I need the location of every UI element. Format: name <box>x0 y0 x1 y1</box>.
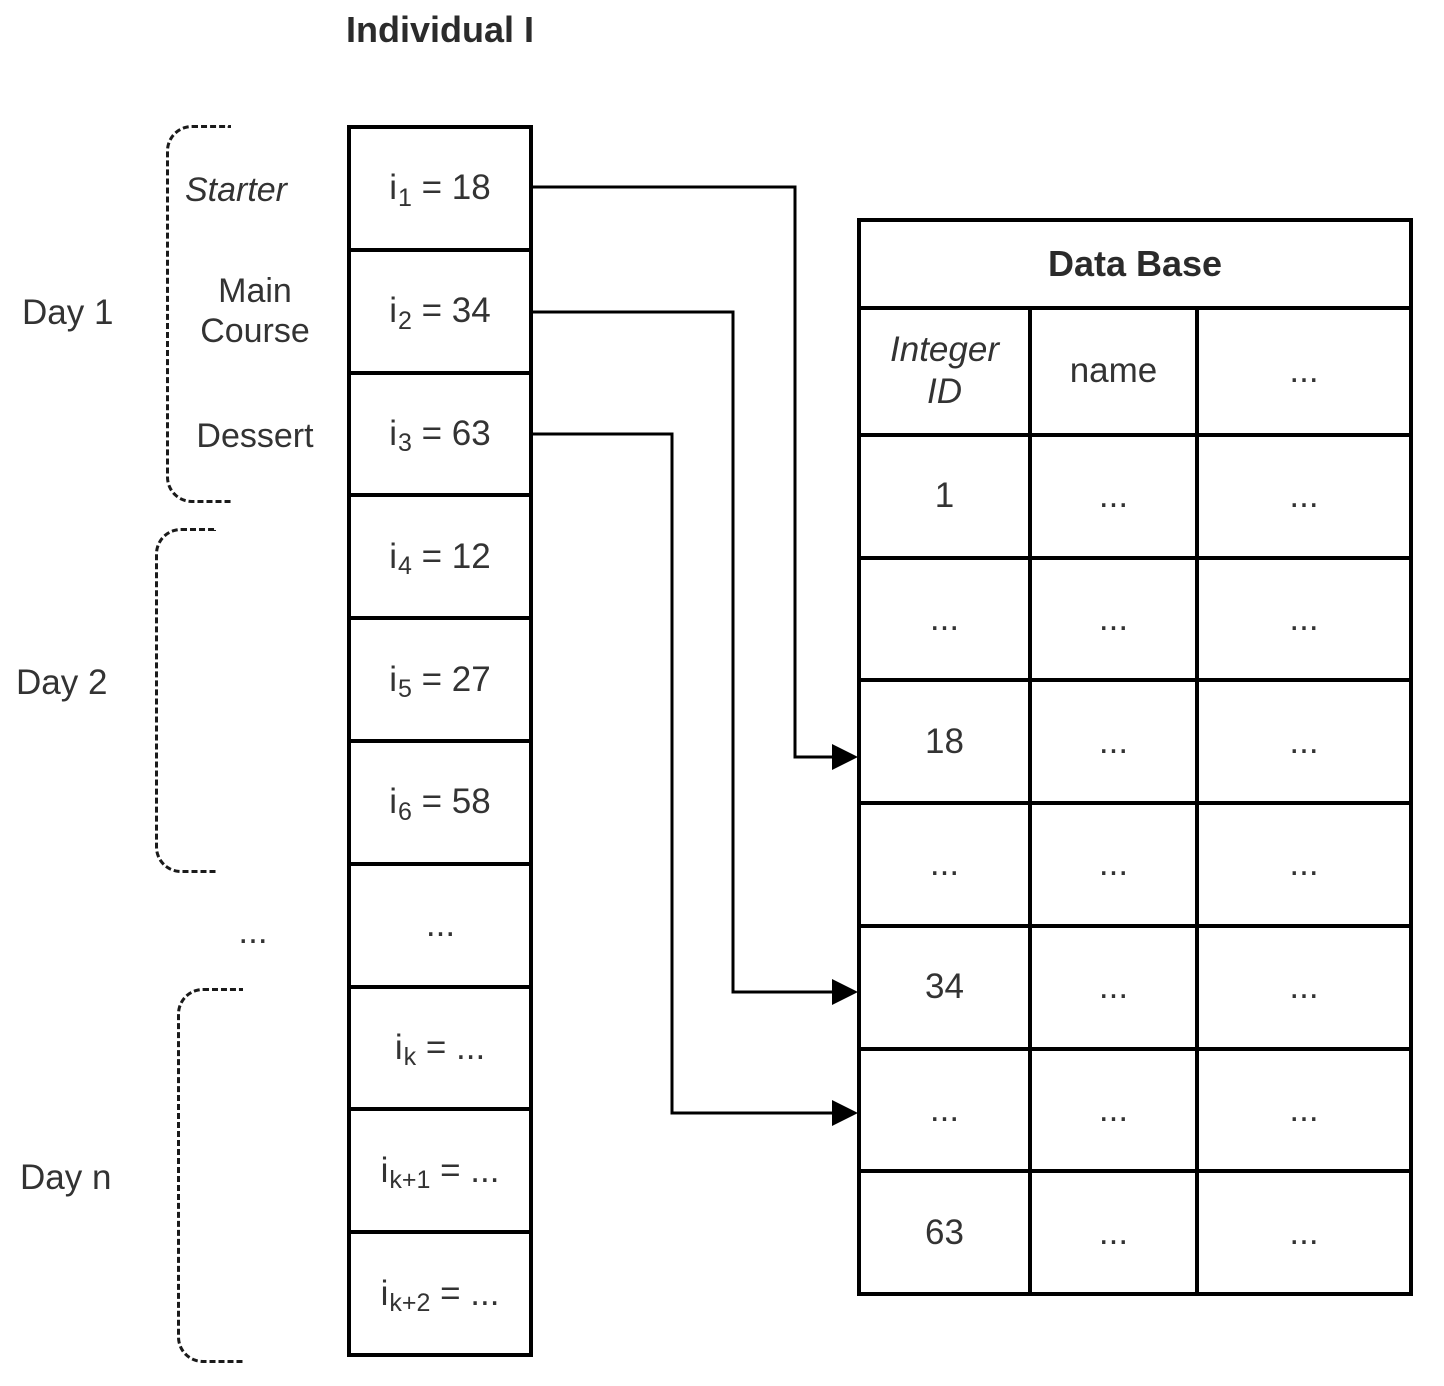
arrow-i3-to-63 <box>533 432 836 1115</box>
arrow-i2-to-34 <box>533 310 836 994</box>
db-cell: ... <box>1195 801 1409 924</box>
db-cell: ... <box>1028 678 1195 801</box>
individual-title: Individual I <box>345 9 534 50</box>
dayn-brace <box>177 988 243 1363</box>
db-cell-row-34: 34 <box>861 923 1028 1047</box>
day2-brace <box>155 528 216 873</box>
main-course-label: Main Course <box>200 272 310 350</box>
day1-brace <box>166 125 231 503</box>
genome-cell-ellipsis: ... <box>351 861 529 985</box>
db-cell: ... <box>1195 678 1409 801</box>
db-cell: ... <box>1195 923 1409 1047</box>
starter-label: Starter <box>184 171 288 209</box>
db-cell: ... <box>1028 923 1195 1047</box>
db-cell: ... <box>861 801 1028 924</box>
db-cell: ... <box>1028 432 1195 556</box>
day1-label: Day 1 <box>22 293 114 332</box>
database-title: Data Base <box>861 222 1409 310</box>
db-cell: ... <box>861 555 1028 679</box>
db-cell: ... <box>1195 432 1409 556</box>
days-ellipsis-label: ... <box>238 912 268 951</box>
db-cell: ... <box>1028 1169 1195 1292</box>
dessert-label: Dessert <box>196 417 314 455</box>
db-header-more: ... <box>1195 310 1409 433</box>
db-cell: ... <box>1195 555 1409 679</box>
db-cell: ... <box>1028 555 1195 679</box>
arrowhead-icon <box>832 744 858 770</box>
db-cell: ... <box>1028 801 1195 924</box>
day2-label: Day 2 <box>16 663 108 702</box>
db-header-name: name <box>1028 310 1195 433</box>
db-cell-row-18: 18 <box>861 678 1028 801</box>
database-table: Data Base Integer ID name ... 1 ... ... … <box>857 218 1413 1296</box>
db-header-integer-id: Integer ID <box>890 330 999 412</box>
db-cell-row-63: 63 <box>861 1169 1028 1292</box>
db-cell: ... <box>861 1046 1028 1170</box>
arrowhead-icon <box>832 979 858 1005</box>
db-cell: ... <box>1028 1046 1195 1170</box>
db-cell: 1 <box>861 432 1028 556</box>
db-cell: ... <box>1195 1046 1409 1170</box>
arrow-i1-to-18 <box>533 185 836 759</box>
arrowhead-icon <box>832 1100 858 1126</box>
dayn-label: Day n <box>20 1158 112 1197</box>
db-cell: ... <box>1195 1169 1409 1292</box>
